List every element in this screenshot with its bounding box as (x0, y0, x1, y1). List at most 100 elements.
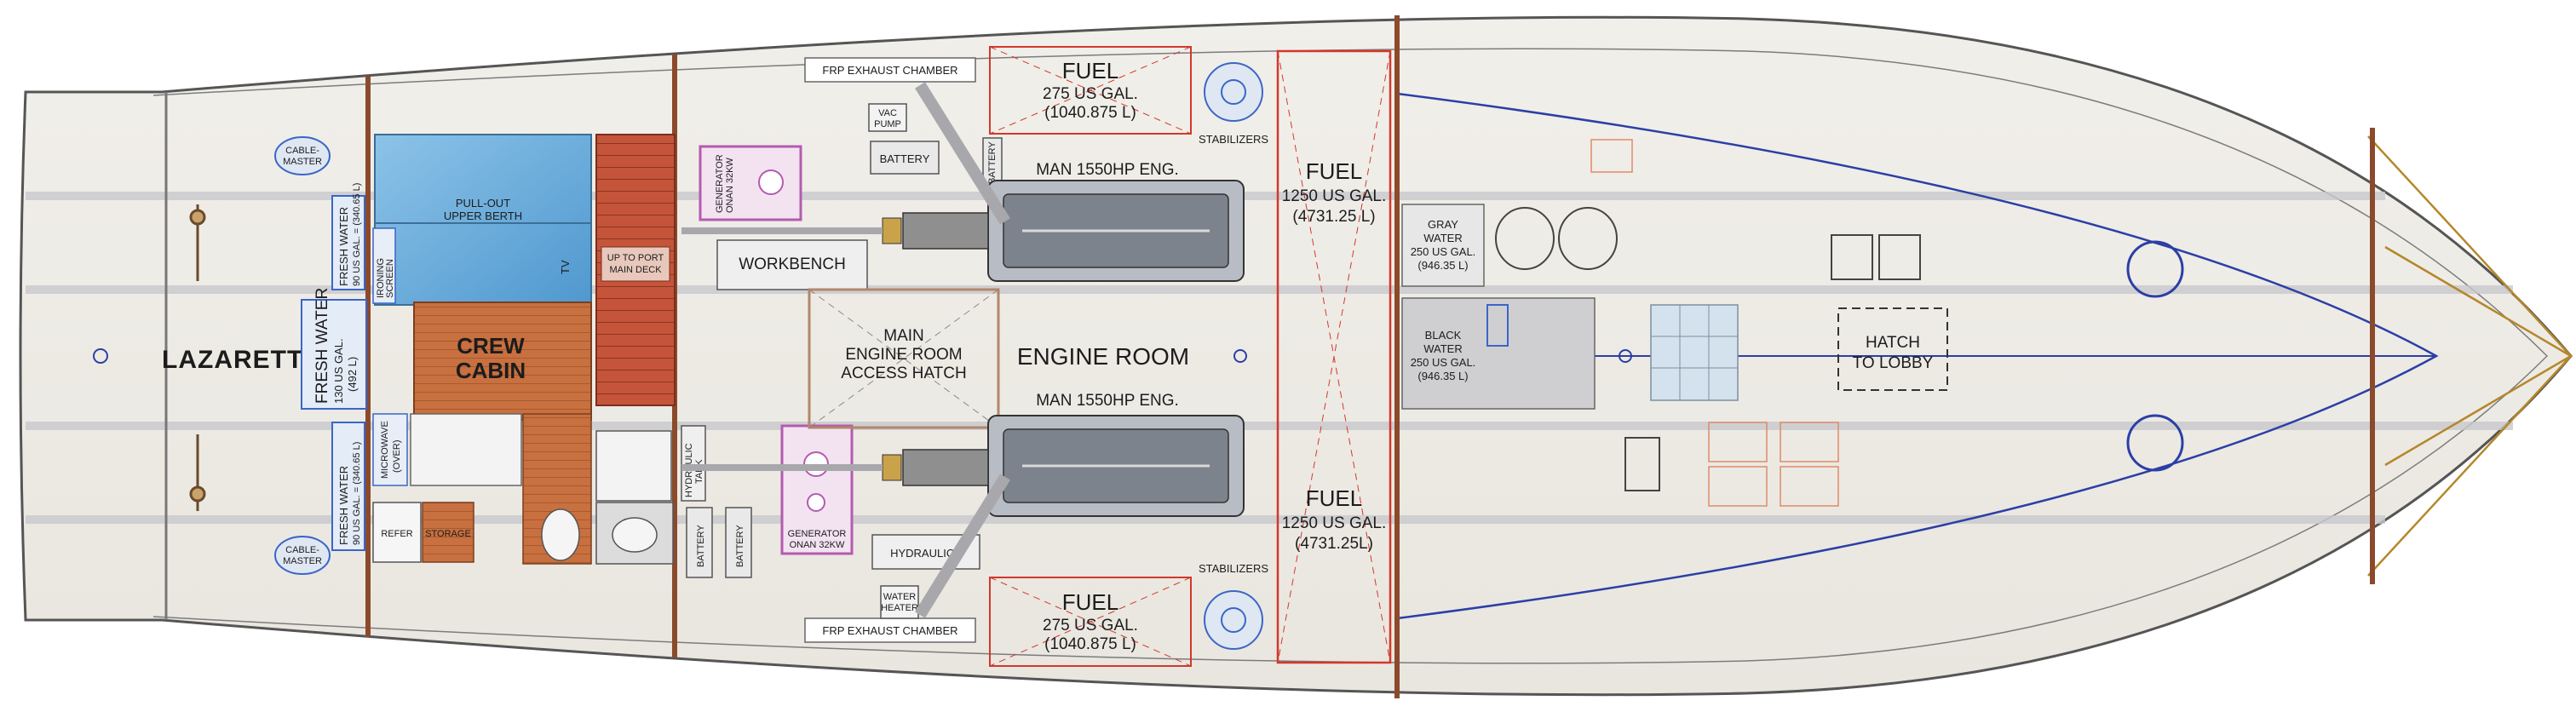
svg-text:MAN 1550HP ENG.: MAN 1550HP ENG. (1036, 161, 1179, 179)
bow-curve-blue (1396, 92, 2439, 620)
gearbox-top (882, 212, 989, 250)
svg-text:MASTER: MASTER (283, 157, 322, 167)
gray-water-tank: GRAY WATER 250 US GAL. (946.35 L) (1401, 204, 1485, 287)
galley-counter (410, 413, 522, 486)
svg-text:(946.35 L): (946.35 L) (1417, 259, 1468, 272)
svg-text:PULL-OUT: PULL-OUT (456, 197, 510, 210)
svg-text:1250 US GAL.: 1250 US GAL. (1282, 187, 1387, 205)
svg-text:275 US GAL.: 275 US GAL. (1043, 617, 1138, 634)
svg-text:WATER: WATER (1423, 342, 1463, 355)
engine-room-port-icon (1233, 349, 1247, 363)
fuel-tank-wing-top: FUEL 275 US GAL. (1040.875 L) (989, 46, 1192, 135)
vac-pump: VAC PUMP (868, 103, 907, 132)
battery-bottom-1: BATTERY (686, 507, 713, 578)
battery-top-side: BATTERY (982, 137, 1003, 192)
storage: STORAGE (422, 502, 474, 563)
generator-bottom: GENERATOR ONAN 32KW (780, 424, 854, 555)
steering-quadrant-top (189, 204, 206, 281)
refer: REFER (372, 502, 422, 563)
black-water-tank: BLACK WATER 250 US GAL. (946.35 L) (1401, 297, 1596, 410)
battery-bottom-2: BATTERY (725, 507, 752, 578)
exhaust-risers (915, 82, 1010, 618)
svg-text:FRESH WATER: FRESH WATER (337, 466, 350, 545)
svg-text:FUEL: FUEL (1306, 158, 1362, 184)
svg-text:(1040.875 L): (1040.875 L) (1044, 635, 1136, 653)
lazarette-label: LAZARETTE (162, 346, 321, 374)
svg-text:90 US GAL. = (340.65 L): 90 US GAL. = (340.65 L) (352, 442, 362, 545)
svg-text:UPPER BERTH: UPPER BERTH (444, 210, 522, 222)
svg-text:CABLE-: CABLE- (285, 545, 319, 555)
fresh-water-tank-bottom: FRESH WATER 90 US GAL. = (340.65 L) (331, 422, 365, 551)
svg-text:BATTERY: BATTERY (880, 152, 930, 165)
svg-text:STORAGE: STORAGE (425, 529, 471, 539)
svg-text:VAC: VAC (878, 108, 897, 118)
svg-text:BATTERY: BATTERY (696, 525, 706, 567)
svg-text:FUEL: FUEL (1062, 589, 1118, 615)
frp-exhaust-chamber-top: FRP EXHAUST CHAMBER (804, 57, 976, 83)
shower (595, 430, 672, 502)
svg-text:HATCH: HATCH (1866, 334, 1920, 352)
gearbox-bottom (882, 449, 989, 486)
stabilizer-bottom: STABILIZERS (1199, 562, 1268, 650)
svg-text:FUEL: FUEL (1306, 485, 1362, 511)
frp-exhaust-chamber-bottom: FRP EXHAUST CHAMBER (804, 617, 976, 643)
engine-room-label: ENGINE ROOM (1017, 343, 1189, 370)
svg-text:WORKBENCH: WORKBENCH (739, 256, 846, 273)
svg-text:MICROWAVE: MICROWAVE (380, 421, 390, 479)
svg-text:BATTERY: BATTERY (987, 141, 998, 184)
battery-top: BATTERY (870, 141, 940, 175)
svg-text:MAN 1550HP ENG.: MAN 1550HP ENG. (1036, 392, 1179, 410)
steering-quadrant-bottom (189, 434, 206, 511)
svg-text:GRAY: GRAY (1428, 218, 1458, 231)
stairs-up-to-port: UP TO PORT MAIN DECK (595, 134, 676, 406)
holding-tank-fittings (1486, 207, 1618, 347)
fuel-tank-wing-bottom: FUEL 275 US GAL. (1040.875 L) (989, 577, 1192, 667)
svg-text:ONAN 32KW: ONAN 32KW (725, 158, 735, 213)
svg-text:SCREEN: SCREEN (385, 259, 395, 298)
svg-text:FRP EXHAUST CHAMBER: FRP EXHAUST CHAMBER (822, 624, 957, 637)
fwd-port-icon (1619, 349, 1632, 363)
svg-text:MASTER: MASTER (283, 556, 322, 566)
generator-top: GENERATOR ONAN 32KW (699, 145, 802, 221)
ironing-screen: IRONING SCREEN (372, 227, 396, 304)
svg-text:CABIN: CABIN (456, 358, 526, 383)
svg-text:90 US GAL. = (340.65 L): 90 US GAL. = (340.65 L) (352, 183, 362, 286)
svg-text:250 US GAL.: 250 US GAL. (1411, 245, 1476, 258)
svg-text:130 US GAL.: 130 US GAL. (332, 338, 345, 404)
engine-bottom: MAN 1550HP ENG. (987, 392, 1245, 517)
inner-hull-line (152, 48, 2549, 664)
bow-gold-lines (2367, 135, 2573, 577)
microwave: MICROWAVE (OVER) (372, 413, 408, 486)
svg-text:FRP EXHAUST CHAMBER: FRP EXHAUST CHAMBER (822, 64, 957, 77)
svg-text:HEATER: HEATER (881, 603, 918, 613)
sink-icon (595, 502, 674, 565)
forward-grid-window (1650, 304, 1739, 401)
hydraulic-tank: HYDRAULIC TANK (681, 425, 706, 502)
svg-text:MAIN DECK: MAIN DECK (609, 265, 662, 275)
pullout-upper-berth: PULL-OUT UPPER BERTH (374, 134, 592, 306)
svg-text:FRESH WATER: FRESH WATER (313, 288, 331, 404)
svg-text:GENERATOR: GENERATOR (715, 154, 725, 213)
tv-label: TV (559, 260, 572, 274)
svg-text:STABILIZERS: STABILIZERS (1199, 133, 1268, 146)
fwd-cabinets (1624, 234, 1921, 491)
fresh-water-tank-mid: FRESH WATER 130 US GAL. (492 L) (301, 288, 367, 410)
svg-text:WATER: WATER (883, 592, 917, 602)
bow-thruster-ports (2126, 240, 2184, 472)
crew-cabin: CREW CABIN (413, 301, 592, 421)
svg-text:WATER: WATER (1423, 232, 1463, 244)
svg-text:1250 US GAL.: 1250 US GAL. (1282, 514, 1387, 532)
engine-room-access-hatch: MAIN ENGINE ROOM ACCESS HATCH (808, 288, 1000, 429)
svg-text:TO LOBBY: TO LOBBY (1853, 354, 1934, 372)
svg-text:(946.35 L): (946.35 L) (1417, 370, 1468, 382)
cablemaster-top: CABLE- MASTER (274, 136, 331, 175)
svg-text:BATTERY: BATTERY (735, 525, 745, 567)
prop-shafts (681, 227, 883, 471)
toilet-icon (541, 508, 580, 561)
svg-text:HYDRAULICS: HYDRAULICS (890, 547, 962, 560)
svg-text:BLACK: BLACK (1425, 329, 1462, 342)
svg-text:(OVER): (OVER) (392, 440, 402, 474)
svg-text:ONAN 32KW: ONAN 32KW (790, 540, 845, 550)
svg-text:(1040.875 L): (1040.875 L) (1044, 104, 1136, 122)
